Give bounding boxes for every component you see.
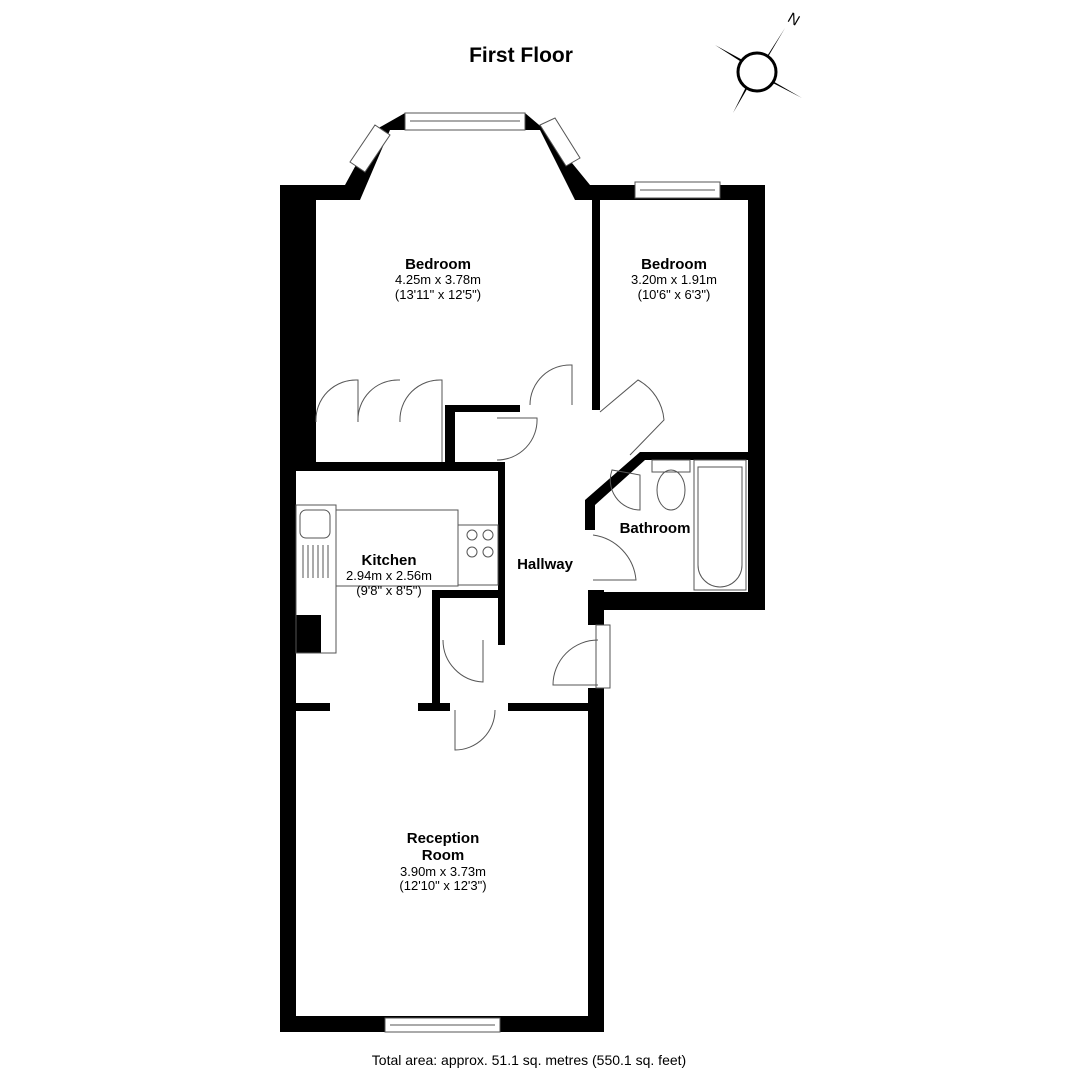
room-metric: 3.20m x 1.91m bbox=[631, 272, 717, 288]
room-metric: 2.94m x 2.56m bbox=[346, 568, 432, 584]
room-name: Kitchen bbox=[361, 552, 417, 569]
room-label-hallway: Hallway bbox=[517, 556, 573, 573]
room-imperial: (12'10" x 12'3") bbox=[399, 878, 487, 894]
doors bbox=[315, 364, 665, 751]
room-label-kitchen: Kitchen 2.94m x 2.56m (9'8" x 8'5") bbox=[346, 552, 432, 599]
total-area: Total area: approx. 51.1 sq. metres (550… bbox=[371, 1052, 687, 1068]
room-label-reception: Reception Room 3.90m x 3.73m (12'10" x 1… bbox=[399, 830, 486, 894]
room-name-line2: Room bbox=[421, 847, 465, 865]
windows bbox=[349, 112, 721, 1033]
compass-icon: N bbox=[715, 9, 803, 113]
room-label-bedroom-1: Bedroom 4.25m x 3.78m (13'11" x 12'5") bbox=[395, 256, 481, 303]
room-name: Bedroom bbox=[405, 256, 471, 273]
room-label-bathroom: Bathroom bbox=[619, 520, 691, 537]
room-name: Bedroom bbox=[641, 256, 707, 273]
room-label-bedroom-2: Bedroom 3.20m x 1.91m (10'6" x 6'3") bbox=[631, 256, 717, 303]
floor-title: First Floor bbox=[469, 44, 573, 67]
compass-north-label: N bbox=[785, 9, 803, 29]
fixtures bbox=[295, 459, 747, 654]
room-imperial: (9'8" x 8'5") bbox=[356, 583, 422, 599]
walls bbox=[280, 113, 765, 1032]
room-name-line1: Reception bbox=[406, 830, 480, 847]
room-metric: 3.90m x 3.73m bbox=[400, 863, 486, 879]
room-imperial: (13'11" x 12'5") bbox=[394, 287, 482, 303]
room-metric: 4.25m x 3.78m bbox=[394, 272, 481, 288]
room-imperial: (10'6" x 6'3") bbox=[637, 287, 711, 303]
